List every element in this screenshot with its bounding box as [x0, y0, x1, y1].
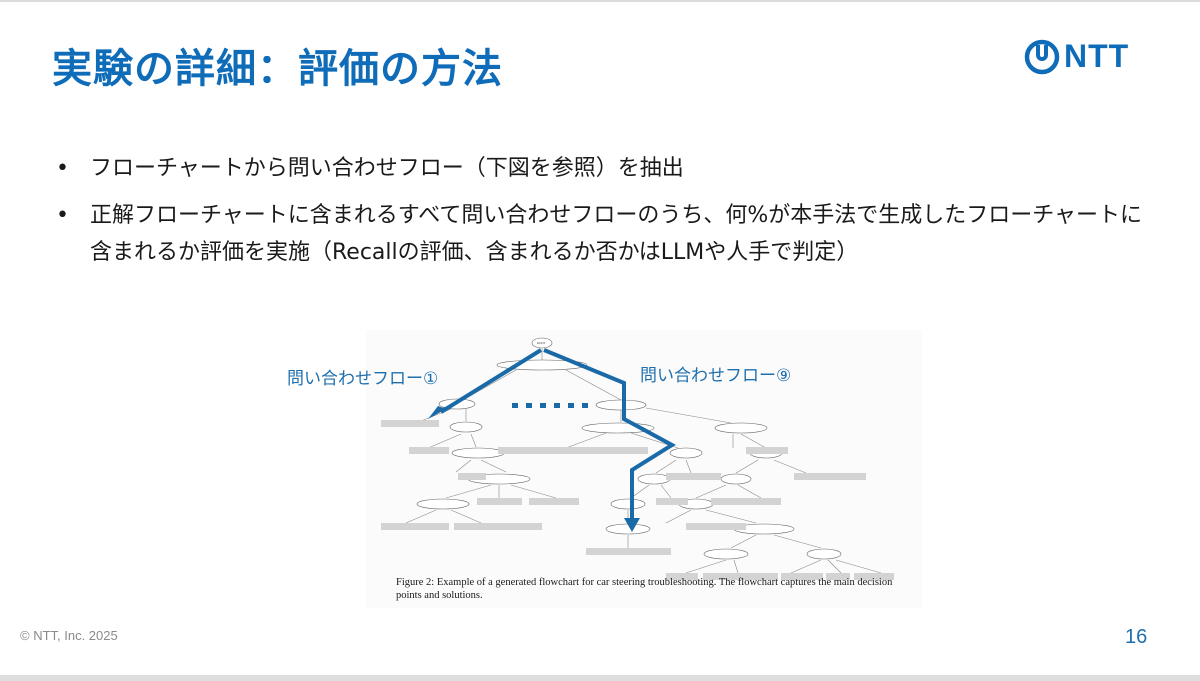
root-node-label: ROOT	[537, 341, 546, 345]
logo-text: NTT	[1064, 38, 1130, 74]
figure-caption: Figure 2: Example of a generated flowcha…	[396, 577, 893, 601]
flow-9-arrow	[543, 348, 676, 532]
bullet-marker: •	[56, 156, 69, 181]
bullet-text: フローチャートから問い合わせフロー（下図を参照）を抽出	[90, 156, 684, 181]
flowchart-diagram: ROOT	[381, 337, 894, 580]
page-number: 16	[1125, 626, 1148, 648]
ntt-logo-icon	[1024, 39, 1060, 74]
bullet-marker: •	[56, 203, 69, 228]
flow-label-9: 問い合わせフロー⑨	[640, 366, 792, 386]
bullet-list: • フローチャートから問い合わせフロー（下図を参照）を抽出 • 正解フローチャー…	[52, 150, 1162, 281]
bottom-divider	[0, 675, 1200, 681]
bullet-item: • 正解フローチャートに含まれるすべて問い合わせフローのうち、何%が本手法で生成…	[52, 197, 1162, 271]
footer-copyright: © NTT, Inc. 2025	[20, 628, 118, 643]
slide-title: 実験の詳細：評価の方法	[52, 46, 503, 92]
flow-label-1: 問い合わせフロー①	[287, 369, 439, 389]
bullet-item: • フローチャートから問い合わせフロー（下図を参照）を抽出	[52, 150, 1162, 187]
ntt-logo: NTT	[1024, 38, 1129, 75]
flowchart-figure: ROOT Figure 2: Example of a generated fl…	[366, 330, 922, 608]
bullet-text: 正解フローチャートに含まれるすべて問い合わせフローのうち、何%が本手法で生成した…	[90, 203, 1143, 265]
top-divider	[0, 0, 1200, 2]
flow-1-arrow	[428, 348, 543, 419]
